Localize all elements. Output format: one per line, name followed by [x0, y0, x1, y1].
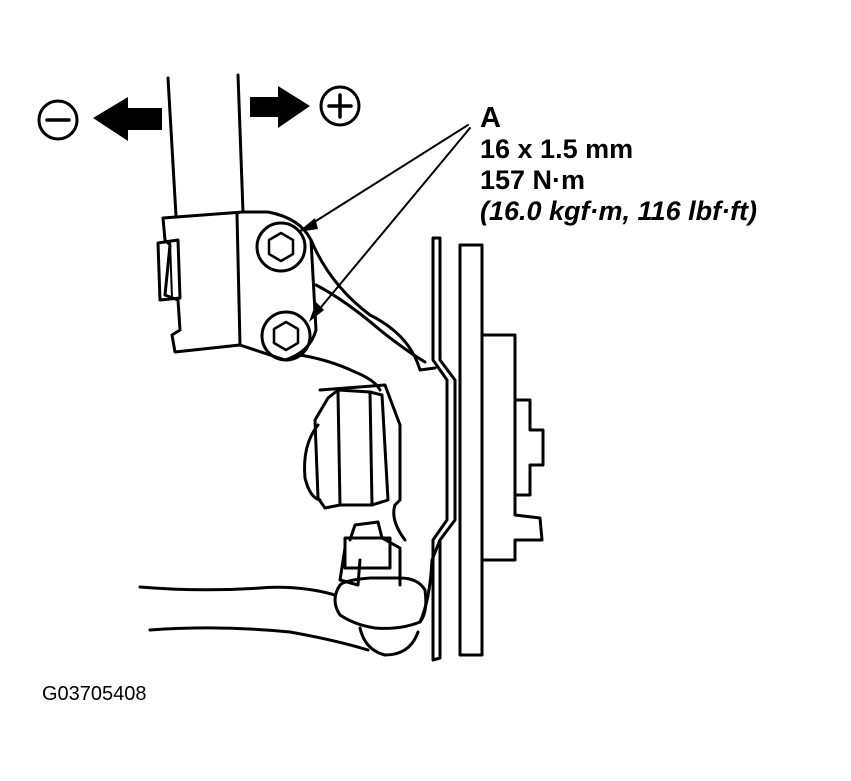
splash-shield: [431, 236, 457, 662]
lower-bolt-icon: [260, 310, 312, 362]
plus-circle-icon: [319, 85, 361, 127]
callout-letter: A: [480, 102, 501, 134]
torque-alt: (16.0 kgf·m, 116 lbf·ft): [480, 196, 758, 226]
leader-arrowhead-upper: [298, 218, 318, 232]
minus-indicator: [37, 99, 79, 141]
upper-bolt-icon: [255, 221, 307, 273]
minus-circle-icon: [37, 99, 79, 141]
strut-tube: [166, 73, 245, 218]
leader-arrowhead-lower: [309, 302, 324, 322]
inner-joint: [303, 388, 390, 510]
thread-size: 16 x 1.5 mm: [480, 134, 634, 164]
left-arrow-icon: [93, 97, 162, 141]
ball-joint: [333, 520, 442, 657]
plus-indicator: [319, 85, 361, 127]
figure-id: G03705408: [42, 683, 147, 705]
strut-bracket: [156, 210, 318, 362]
right-arrow-icon: [250, 86, 310, 128]
steering-knuckle: [298, 238, 437, 542]
brake-disc: [458, 243, 545, 657]
torque-nm: 157 N·m: [480, 165, 586, 195]
callout-leader-lines: [299, 124, 471, 319]
lower-arm: [138, 585, 370, 652]
bolt-callout: A 16 x 1.5 mm 157 N·m (16.0 kgf·m, 116 l…: [480, 103, 757, 227]
